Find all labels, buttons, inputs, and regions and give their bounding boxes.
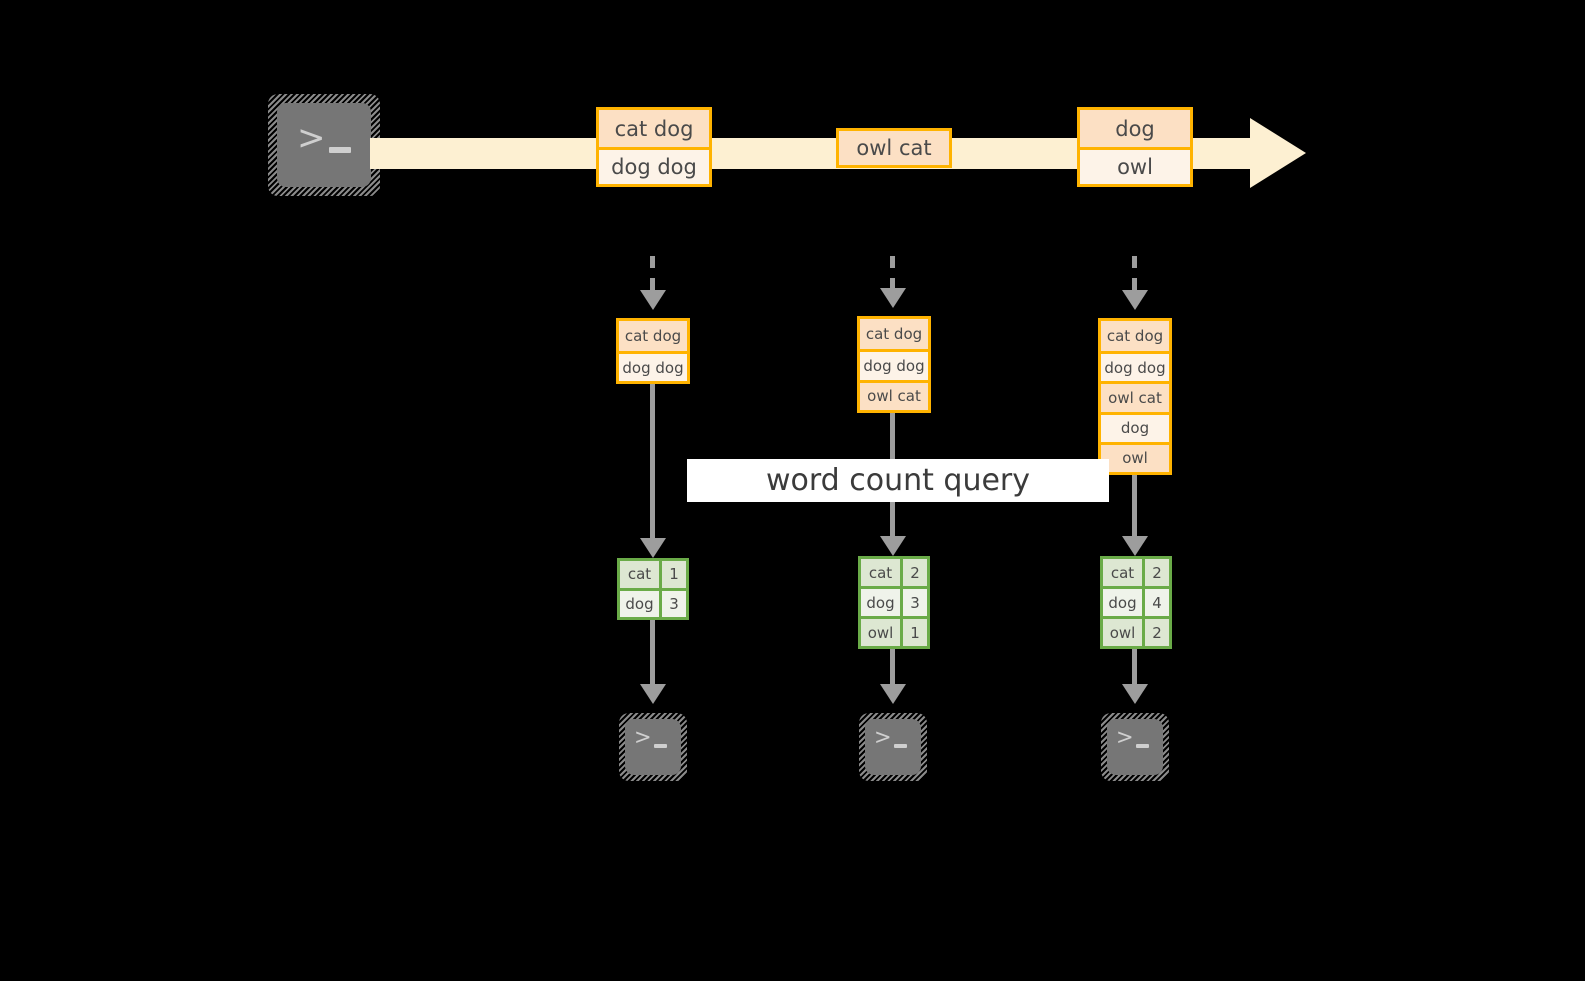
- stage-2-query-arrowhead-icon: [880, 536, 906, 556]
- stage-2-sink-terminal-icon: >: [859, 713, 927, 781]
- count-word: dog: [861, 589, 903, 616]
- stream-record: dog: [1080, 110, 1190, 147]
- terminal-screen: >: [1107, 719, 1163, 775]
- terminal-prompt-chevron: >: [297, 118, 326, 158]
- stream-record: owl: [1080, 147, 1190, 184]
- terminal-screen: >: [865, 719, 921, 775]
- stream-record-group-3: dog owl: [1077, 107, 1193, 187]
- terminal-cursor-icon: [1136, 744, 1149, 748]
- stage-1-record-accumulation: cat dog dog dog: [616, 318, 690, 384]
- count-value: 2: [1145, 559, 1169, 586]
- table-row: owl 1: [861, 616, 927, 646]
- count-value: 3: [903, 589, 927, 616]
- stage-3-output-line: [1132, 649, 1137, 692]
- stage-3-output-arrowhead-icon: [1122, 684, 1148, 704]
- stream-record-group-1: cat dog dog dog: [596, 107, 712, 187]
- count-word: owl: [1103, 619, 1145, 646]
- accumulated-record: dog dog: [1101, 351, 1169, 382]
- stage-1-input-arrowhead-icon: [640, 290, 666, 310]
- count-value: 2: [1145, 619, 1169, 646]
- terminal-cursor-icon: [894, 744, 907, 748]
- stage-2-count-table: cat 2 dog 3 owl 1: [858, 556, 930, 649]
- stage-1-output-arrowhead-icon: [640, 684, 666, 704]
- accumulated-record: cat dog: [860, 319, 928, 350]
- table-row: dog 3: [620, 587, 686, 617]
- table-row: cat 2: [861, 559, 927, 586]
- stream-record: dog dog: [599, 147, 709, 184]
- stage-3-query-arrowhead-icon: [1122, 536, 1148, 556]
- terminal-screen: >: [625, 719, 681, 775]
- terminal-cursor-icon: [329, 147, 351, 153]
- table-row: dog 3: [861, 586, 927, 616]
- accumulated-record: cat dog: [619, 321, 687, 351]
- count-value: 1: [903, 619, 927, 646]
- count-value: 4: [1145, 589, 1169, 616]
- accumulated-record: cat dog: [1101, 321, 1169, 352]
- stage-3-sink-terminal-icon: >: [1101, 713, 1169, 781]
- count-word: cat: [1103, 559, 1145, 586]
- count-value: 3: [662, 590, 686, 617]
- count-value: 2: [903, 559, 927, 586]
- terminal-cursor-icon: [654, 744, 667, 748]
- stream-record: owl cat: [839, 131, 949, 165]
- stage-2-output-line: [890, 649, 895, 692]
- terminal-prompt-chevron: >: [634, 725, 652, 749]
- stage-2-input-arrowhead-icon: [880, 288, 906, 308]
- stage-1-input-dashed-line: [650, 256, 655, 298]
- stream-record-group-2: owl cat: [836, 128, 952, 168]
- query-banner: word count query: [687, 459, 1109, 502]
- stage-1-count-table: cat 1 dog 3: [617, 558, 689, 620]
- stream-arrowhead-icon: [1250, 118, 1306, 188]
- accumulated-record: dog dog: [860, 349, 928, 380]
- terminal-prompt-chevron: >: [1116, 725, 1134, 749]
- stage-1-sink-terminal-icon: >: [619, 713, 687, 781]
- table-row: owl 2: [1103, 616, 1169, 646]
- accumulated-record: owl cat: [860, 379, 928, 410]
- stage-3-input-arrowhead-icon: [1122, 290, 1148, 310]
- stream-record: cat dog: [599, 110, 709, 147]
- count-word: dog: [1103, 589, 1145, 616]
- stage-2-output-arrowhead-icon: [880, 684, 906, 704]
- stage-2-record-accumulation: cat dog dog dog owl cat: [857, 316, 931, 413]
- count-word: cat: [620, 561, 662, 588]
- table-row: dog 4: [1103, 586, 1169, 616]
- count-word: cat: [861, 559, 903, 586]
- stage-1-query-line: [650, 384, 655, 548]
- count-value: 1: [662, 561, 686, 588]
- accumulated-record: owl: [1101, 441, 1169, 472]
- accumulated-record: owl cat: [1101, 381, 1169, 412]
- stage-3-record-accumulation: cat dog dog dog owl cat dog owl: [1098, 318, 1172, 475]
- stage-2-input-dashed-line: [890, 256, 895, 296]
- table-row: cat 2: [1103, 559, 1169, 586]
- accumulated-record: dog dog: [619, 351, 687, 381]
- stage-3-input-dashed-line: [1132, 256, 1137, 298]
- count-word: owl: [861, 619, 903, 646]
- terminal-prompt-chevron: >: [874, 725, 892, 749]
- accumulated-record: dog: [1101, 411, 1169, 442]
- stage-3-count-table: cat 2 dog 4 owl 2: [1100, 556, 1172, 649]
- count-word: dog: [620, 590, 662, 617]
- stage-1-output-line: [650, 620, 655, 692]
- source-terminal-icon: >: [268, 94, 380, 196]
- table-row: cat 1: [620, 561, 686, 588]
- stage-3-query-line: [1132, 475, 1137, 547]
- query-banner-label: word count query: [765, 463, 1031, 498]
- stage-1-query-arrowhead-icon: [640, 538, 666, 558]
- terminal-screen: >: [277, 103, 371, 187]
